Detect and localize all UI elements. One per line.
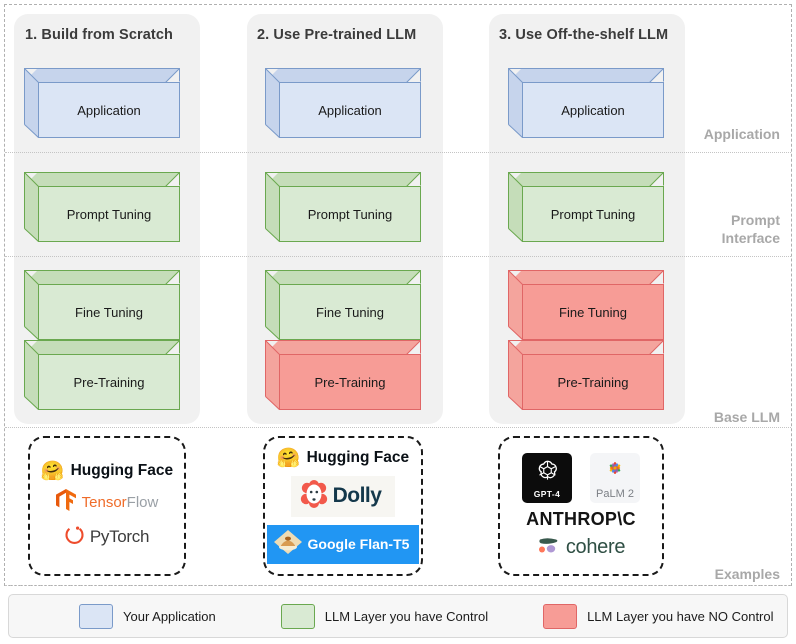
- box-label: Application: [522, 82, 664, 138]
- box-prompt-tuning-col3: Prompt Tuning: [508, 172, 664, 242]
- box-top-face: [508, 270, 664, 284]
- google-flan-t5-label: Google Flan-T5: [307, 536, 410, 552]
- box-fine-tuning-col1: Fine Tuning: [24, 270, 180, 340]
- box-pre-training-col2: Pre-Training: [265, 340, 421, 410]
- box-top-face: [24, 172, 180, 186]
- openai-icon: [535, 458, 560, 488]
- tensorflow-label-b: Flow: [126, 493, 159, 511]
- column-title-1: 1. Build from Scratch: [25, 27, 173, 43]
- box-application-col1: Application: [24, 68, 180, 138]
- pytorch-icon: [65, 524, 84, 551]
- legend-swatch-green: [280, 603, 315, 629]
- box-label: Application: [38, 82, 180, 138]
- examples-box-col3: GPT-4: [498, 436, 664, 576]
- hugging-face-icon: 🤗: [40, 460, 65, 482]
- logo-pytorch: PyTorch: [65, 524, 149, 551]
- flan-pudding-icon: [273, 529, 303, 560]
- box-label: Pre-Training: [279, 354, 421, 410]
- legend-item-your-application: Your Application: [79, 603, 216, 629]
- box-pre-training-col1: Pre-Training: [24, 340, 180, 410]
- llm-stack-matrix: 1. Build from Scratch 2. Use Pre-trained…: [5, 14, 791, 586]
- box-label: Pre-Training: [38, 354, 180, 410]
- gpt-4-label: GPT-4: [533, 488, 561, 499]
- box-label: Fine Tuning: [522, 284, 664, 340]
- legend-label-no-control: LLM Layer you have NO Control: [587, 608, 774, 624]
- row-separator-examples: [5, 585, 791, 586]
- logo-google-flan-t5: Google Flan-T5: [266, 524, 420, 564]
- legend-item-control: LLM Layer you have Control: [280, 603, 489, 629]
- band-label-base-llm: Base LLM: [713, 409, 780, 425]
- logo-hugging-face: 🤗 Hugging Face: [41, 462, 173, 481]
- row-separator-prompt: [5, 256, 791, 257]
- box-label: Fine Tuning: [38, 284, 180, 340]
- column-title-3: 3. Use Off-the-shelf LLM: [499, 27, 669, 43]
- box-label: Pre-Training: [522, 354, 664, 410]
- tensorflow-icon: [55, 488, 76, 516]
- box-application-col3: Application: [508, 68, 664, 138]
- palm-icon: [603, 457, 627, 486]
- box-label: Prompt Tuning: [522, 186, 664, 242]
- palm-2-label: PaLM 2: [596, 487, 634, 500]
- box-top-face: [24, 340, 180, 354]
- cohere-icon: [537, 536, 561, 559]
- box-top-face: [265, 172, 421, 186]
- legend-item-no-control: LLM Layer you have NO Control: [543, 603, 774, 629]
- box-label: Prompt Tuning: [279, 186, 421, 242]
- box-top-face: [24, 68, 180, 82]
- box-top-face: [265, 68, 421, 82]
- logo-cohere: cohere: [537, 536, 625, 559]
- dolly-sheep-icon: [299, 479, 329, 514]
- box-top-face: [508, 340, 664, 354]
- logo-palm-2: PaLM 2: [590, 453, 640, 503]
- legend-label-your-application: Your Application: [123, 608, 216, 624]
- band-label-application: Application: [703, 126, 780, 142]
- band-label-prompt-interface: Prompt Interface: [721, 212, 780, 246]
- examples-box-col1: 🤗 Hugging Face TensorFlow: [28, 436, 186, 576]
- logo-tensorflow: TensorFlow: [55, 488, 159, 516]
- model-tiles-row: GPT-4: [522, 453, 640, 503]
- box-top-face: [265, 270, 421, 284]
- logo-hugging-face: 🤗 Hugging Face: [277, 449, 409, 468]
- box-prompt-tuning-col1: Prompt Tuning: [24, 172, 180, 242]
- cohere-label: cohere: [565, 536, 626, 558]
- dolly-label: Dolly: [332, 484, 382, 507]
- box-fine-tuning-col2: Fine Tuning: [265, 270, 421, 340]
- row-separator-application: [5, 152, 791, 153]
- tensorflow-label: TensorFlow: [82, 494, 159, 511]
- box-prompt-tuning-col2: Prompt Tuning: [265, 172, 421, 242]
- pytorch-label: PyTorch: [89, 527, 150, 546]
- box-top-face: [508, 68, 664, 82]
- legend-label-control: LLM Layer you have Control: [324, 608, 489, 624]
- box-top-face: [265, 340, 421, 354]
- legend-swatch-blue: [79, 603, 113, 629]
- logo-anthropic: ANTHROP\C: [526, 509, 636, 530]
- hugging-face-label: Hugging Face: [306, 449, 410, 466]
- column-title-2: 2. Use Pre-trained LLM: [257, 27, 417, 43]
- box-label: Application: [279, 82, 421, 138]
- band-label-examples: Examples: [714, 566, 780, 582]
- box-pre-training-col3: Pre-Training: [508, 340, 664, 410]
- hugging-face-label: Hugging Face: [70, 462, 174, 479]
- legend-swatch-red: [543, 603, 578, 629]
- box-application-col2: Application: [265, 68, 421, 138]
- logo-dolly: Dolly: [290, 475, 396, 517]
- logo-gpt-4: GPT-4: [522, 453, 572, 503]
- tensorflow-label-a: Tensor: [81, 493, 127, 511]
- examples-box-col2: 🤗 Hugging Face: [263, 436, 423, 576]
- legend: Your Application LLM Layer you have Cont…: [8, 594, 788, 638]
- box-fine-tuning-col3: Fine Tuning: [508, 270, 664, 340]
- box-top-face: [508, 172, 664, 186]
- box-label: Fine Tuning: [279, 284, 421, 340]
- box-top-face: [24, 270, 180, 284]
- row-separator-base-llm: [5, 427, 791, 428]
- box-label: Prompt Tuning: [38, 186, 180, 242]
- hugging-face-icon: 🤗: [276, 447, 301, 469]
- anthropic-label: ANTHROP\C: [526, 509, 636, 529]
